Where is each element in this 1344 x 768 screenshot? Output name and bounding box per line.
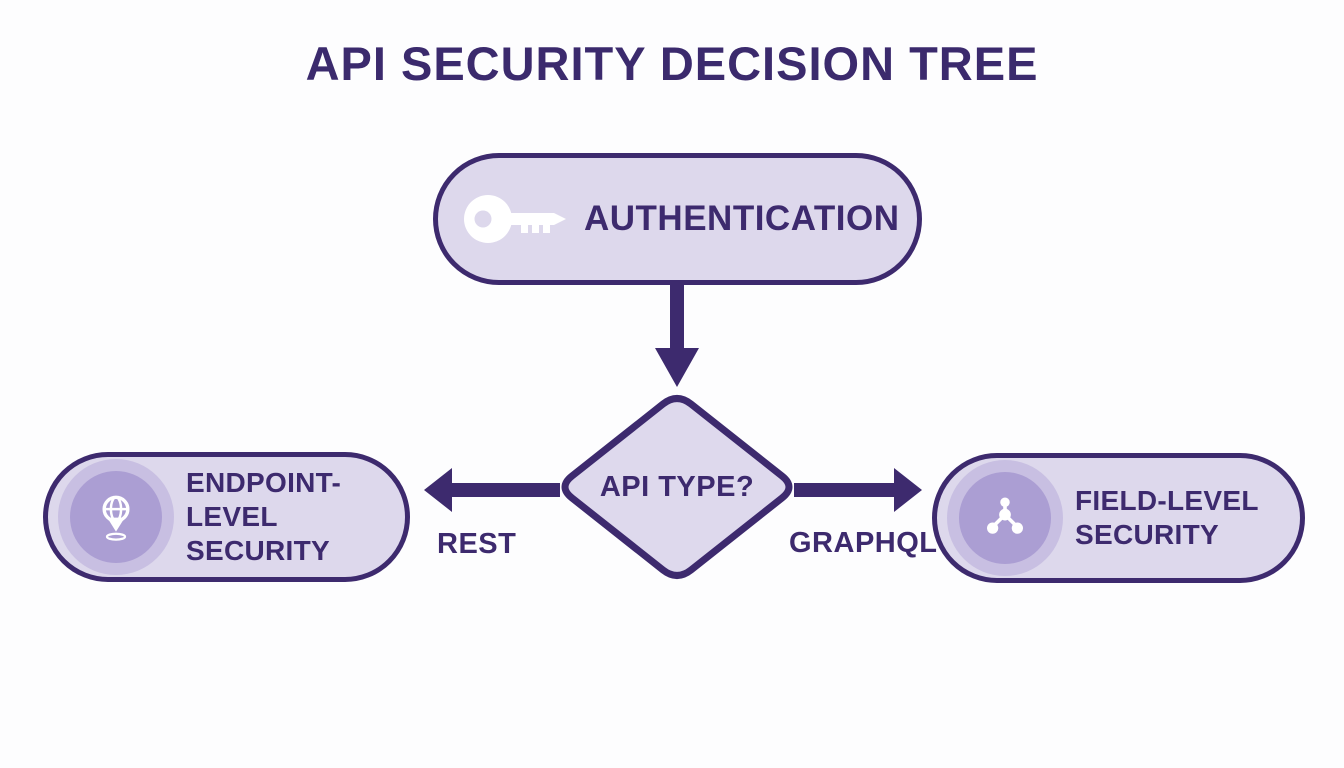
- node-authentication: AUTHENTICATION: [433, 153, 922, 285]
- node-field-label: FIELD-LEVEL SECURITY: [1075, 484, 1259, 552]
- node-endpoint-label-line2: SECURITY: [186, 535, 330, 566]
- arrow-down-icon: [655, 284, 699, 387]
- icon-circle: [70, 471, 162, 563]
- icon-circle: [959, 472, 1051, 564]
- node-endpoint-level-security: ENDPOINT-LEVEL SECURITY: [43, 452, 410, 582]
- node-field-label-line2: SECURITY: [1075, 519, 1219, 550]
- key-icon: [464, 195, 566, 243]
- node-field-level-security: FIELD-LEVEL SECURITY: [932, 453, 1305, 583]
- node-authentication-label: AUTHENTICATION: [584, 199, 900, 238]
- node-endpoint-label-line1: ENDPOINT-LEVEL: [186, 467, 342, 532]
- node-endpoint-label: ENDPOINT-LEVEL SECURITY: [186, 466, 405, 568]
- network-nodes-icon: [987, 497, 1023, 534]
- edge-label-graphql: GRAPHQL: [789, 527, 938, 559]
- globe-pin-icon: [102, 495, 130, 541]
- arrow-right-icon: [794, 468, 922, 512]
- edge-label-rest: REST: [437, 528, 517, 560]
- node-decision-label: API TYPE?: [599, 471, 755, 503]
- arrow-left-icon: [424, 468, 560, 512]
- decision-diamond: [561, 395, 793, 579]
- node-field-label-line1: FIELD-LEVEL: [1075, 485, 1259, 516]
- page-title: API SECURITY DECISION TREE: [305, 37, 1039, 90]
